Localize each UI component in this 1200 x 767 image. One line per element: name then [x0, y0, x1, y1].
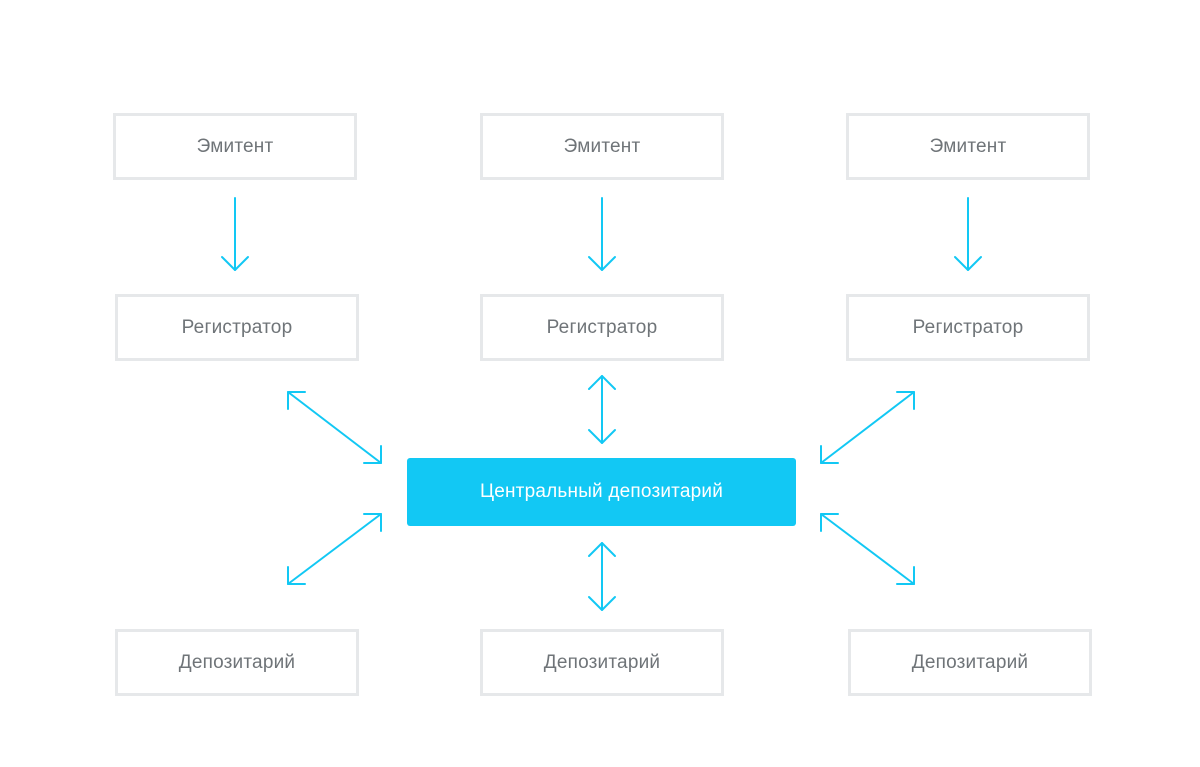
issuer-box-2: Эмитент	[480, 113, 724, 180]
arrow-issuer-3-to-registrar-3	[954, 197, 982, 271]
registrar-box-2: Регистратор	[480, 294, 724, 361]
arrow-center-to-depository-2	[588, 542, 616, 611]
central-depository-box: Центральный депозитарий	[407, 458, 796, 526]
registrar-label: Регистратор	[181, 316, 293, 338]
issuer-label: Эмитент	[196, 135, 274, 157]
issuer-label: Эмитент	[929, 135, 1007, 157]
depository-box-1: Депозитарий	[115, 629, 359, 696]
arrow-center-to-depository-3	[820, 513, 915, 585]
issuer-box-3: Эмитент	[846, 113, 1090, 180]
arrow-registrar-2-to-center	[588, 375, 616, 444]
depository-box-3: Депозитарий	[848, 629, 1092, 696]
registrar-box-3: Регистратор	[846, 294, 1090, 361]
registrar-box-1: Регистратор	[115, 294, 359, 361]
arrow-issuer-2-to-registrar-2	[588, 197, 616, 271]
arrow-center-to-depository-1	[287, 513, 382, 585]
arrow-issuer-1-to-registrar-1	[221, 197, 249, 271]
registrar-label: Регистратор	[912, 316, 1024, 338]
issuer-label: Эмитент	[563, 135, 641, 157]
arrow-registrar-1-to-center	[287, 391, 382, 464]
issuer-box-1: Эмитент	[113, 113, 357, 180]
depository-label: Депозитарий	[543, 651, 661, 673]
central-depository-label: Центральный депозитарий	[479, 481, 724, 502]
arrow-registrar-3-to-center	[820, 391, 915, 464]
depository-label: Депозитарий	[911, 651, 1029, 673]
depository-label: Депозитарий	[178, 651, 296, 673]
registrar-label: Регистратор	[546, 316, 658, 338]
depository-box-2: Депозитарий	[480, 629, 724, 696]
